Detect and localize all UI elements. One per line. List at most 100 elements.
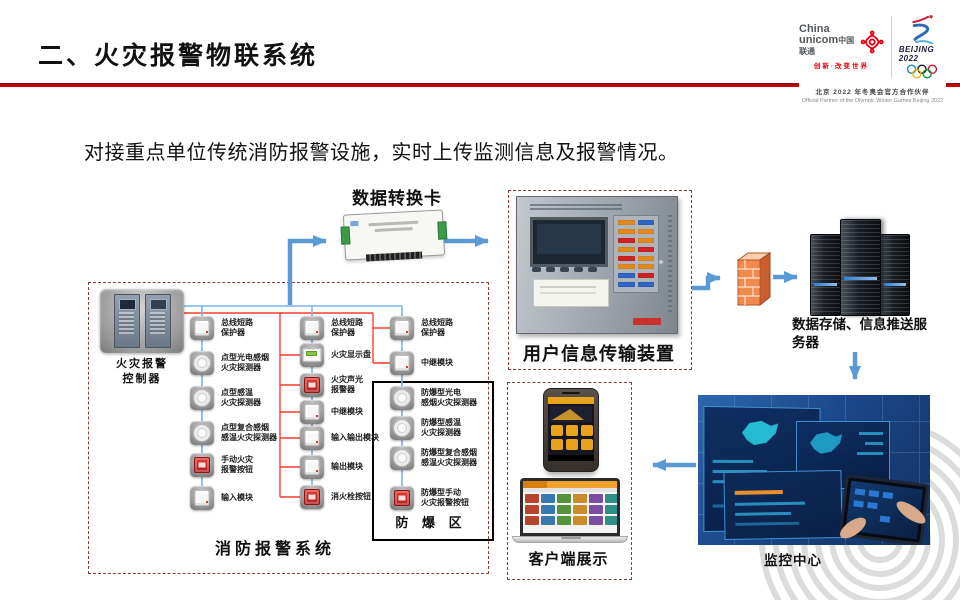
- device-label: 输入输出模块: [331, 433, 379, 442]
- device-label: 中继模块: [421, 358, 453, 367]
- device-button-panel-icon: [613, 215, 659, 293]
- device-row: 点型光电感烟 火灾探测器: [190, 351, 285, 375]
- combo-detector-icon: [190, 421, 214, 445]
- device-label: 手动火灾 报警按钮: [221, 455, 253, 474]
- manual-call-point-icon: [190, 453, 214, 477]
- winter-games-emblem-icon: [912, 14, 934, 44]
- server-stack-image: [810, 219, 910, 318]
- device-row: 手动火灾 报警按钮: [190, 453, 285, 477]
- title-rule: [0, 83, 960, 87]
- device-label: 火灾显示盘: [331, 350, 371, 359]
- transmission-device-box: [508, 190, 692, 370]
- device-row: 防爆型光电 感烟火灾探测器: [390, 386, 485, 410]
- device-label: 点型感温 火灾探测器: [221, 388, 261, 407]
- device-label-sticker-icon: [533, 279, 609, 307]
- fire-alarm-controller-image: [100, 289, 184, 353]
- output-module-icon: [300, 455, 324, 479]
- module-icon: [300, 316, 324, 340]
- device-row: 火灾声光 报警器: [300, 373, 389, 397]
- device-label: 消火栓按钮: [331, 492, 371, 501]
- server-tower-icon: [810, 234, 841, 316]
- device-row: 中继模块: [300, 400, 389, 424]
- heat-detector-icon: [190, 386, 214, 410]
- dashboard-screen-icon: [723, 469, 843, 541]
- controller-cabinet-icon: [144, 294, 171, 348]
- device-label: 点型复合感烟 感温火灾探测器: [221, 423, 277, 442]
- input-module-icon: [190, 486, 214, 510]
- device-row: 消火栓按钮: [300, 485, 389, 509]
- ex-proof-combo-detector-icon: [390, 446, 414, 470]
- device-row: 总线短路 保护器: [390, 316, 485, 340]
- device-label: 总线短路 保护器: [331, 318, 363, 337]
- relay-module-icon: [300, 400, 324, 424]
- brand-block: China unicom中国联通 创新·改变世界: [799, 4, 946, 116]
- device-label: 输入模块: [221, 493, 253, 502]
- fire-display-panel-icon: [300, 343, 324, 367]
- explosion-proof-zone-box: [372, 381, 494, 541]
- logo-divider: [890, 15, 892, 78]
- transmission-device-label: 用户信息传输装置: [523, 344, 675, 364]
- monitor-label: 监控中心: [764, 553, 822, 568]
- device-label: 火灾声光 报警器: [331, 375, 363, 394]
- unicom-wordmark-line2: unicom: [799, 33, 839, 46]
- device-row: 火灾显示盘: [300, 343, 389, 367]
- device-label: 总线短路 保护器: [421, 318, 453, 337]
- unicom-knot-icon: [860, 30, 884, 53]
- connector-icon: [437, 221, 448, 240]
- hydrant-button-icon: [300, 485, 324, 509]
- fire-system-label: 消防报警系统: [214, 541, 335, 558]
- olympic-rings-icon: [907, 64, 938, 79]
- device-label: 总线短路 保护器: [221, 318, 253, 337]
- relay-module-icon: [390, 351, 414, 375]
- ex-proof-smoke-detector-icon: [390, 386, 414, 410]
- lock-icon: [658, 259, 664, 265]
- unicom-wordmark-line1: China: [799, 22, 830, 35]
- client-label: 客户端展示: [528, 551, 609, 568]
- explosion-zone-label: 防 爆 区: [395, 515, 467, 530]
- user-info-transmission-device-image: [516, 196, 678, 334]
- device-row: 输入输出模块: [300, 426, 389, 450]
- firewall-icon: [736, 252, 771, 307]
- connector-icon: [340, 226, 351, 245]
- device-label: 中继模块: [331, 407, 363, 416]
- device-row: 总线短路 保护器: [190, 316, 285, 340]
- device-label: 防爆型光电 感烟火灾探测器: [421, 388, 477, 407]
- ex-proof-manual-call-point-icon: [390, 486, 414, 510]
- device-row: 防爆型感温 火灾探测器: [390, 416, 485, 440]
- china-unicom-logo: China unicom中国联通 创新·改变世界: [799, 22, 884, 70]
- data-converter-device: [340, 209, 448, 262]
- ex-proof-heat-detector-icon: [390, 416, 414, 440]
- converter-label: 数据转换卡: [352, 189, 442, 208]
- device-row: 总线短路 保护器: [300, 316, 389, 340]
- device-label: 防爆型复合感烟 感温火灾探测器: [421, 448, 477, 467]
- controller-label: 火灾报警 控制器: [116, 358, 168, 385]
- brand-mark-icon: [633, 318, 661, 325]
- converter-logo-icon: [350, 220, 359, 227]
- laptop-image: [512, 478, 628, 548]
- server-tower-icon: [840, 219, 881, 316]
- unicom-cn-name: 中国联通: [799, 35, 855, 56]
- device-lcd-icon: [530, 217, 608, 267]
- smoke-detector-icon: [190, 351, 214, 375]
- smartphone-image: [543, 388, 599, 472]
- server-tower-icon: [879, 234, 910, 316]
- device-row: 点型感温 火灾探测器: [190, 386, 285, 410]
- partner-text-en: Official Partner of the Olympic Winter G…: [801, 98, 944, 104]
- unicom-tagline: 创新·改变世界: [813, 62, 870, 70]
- module-icon: [390, 316, 414, 340]
- slide-subtitle: 对接重点单位传统消防报警设施，实时上传监测信息及报警情况。: [84, 142, 679, 164]
- device-label: 点型光电感烟 火灾探测器: [221, 353, 269, 372]
- monitoring-center-image: [698, 395, 930, 545]
- device-row: 输出模块: [300, 455, 389, 479]
- module-icon: [190, 316, 214, 340]
- device-row: 中继模块: [390, 351, 485, 375]
- device-label: 防爆型感温 火灾探测器: [421, 418, 461, 437]
- device-row: 防爆型手动 火灾报警按钮: [390, 486, 485, 510]
- device-label: 输出模块: [331, 462, 363, 471]
- device-row: 输入模块: [190, 486, 285, 510]
- device-label: 防爆型手动 火灾报警按钮: [421, 488, 469, 507]
- partner-text-cn: 北京 2022 年冬奥会官方合作伙伴: [815, 89, 930, 96]
- page-title: 二、火灾报警物联系统: [38, 42, 319, 70]
- beijing-2022-logo: BEIJING 2022: [899, 14, 946, 79]
